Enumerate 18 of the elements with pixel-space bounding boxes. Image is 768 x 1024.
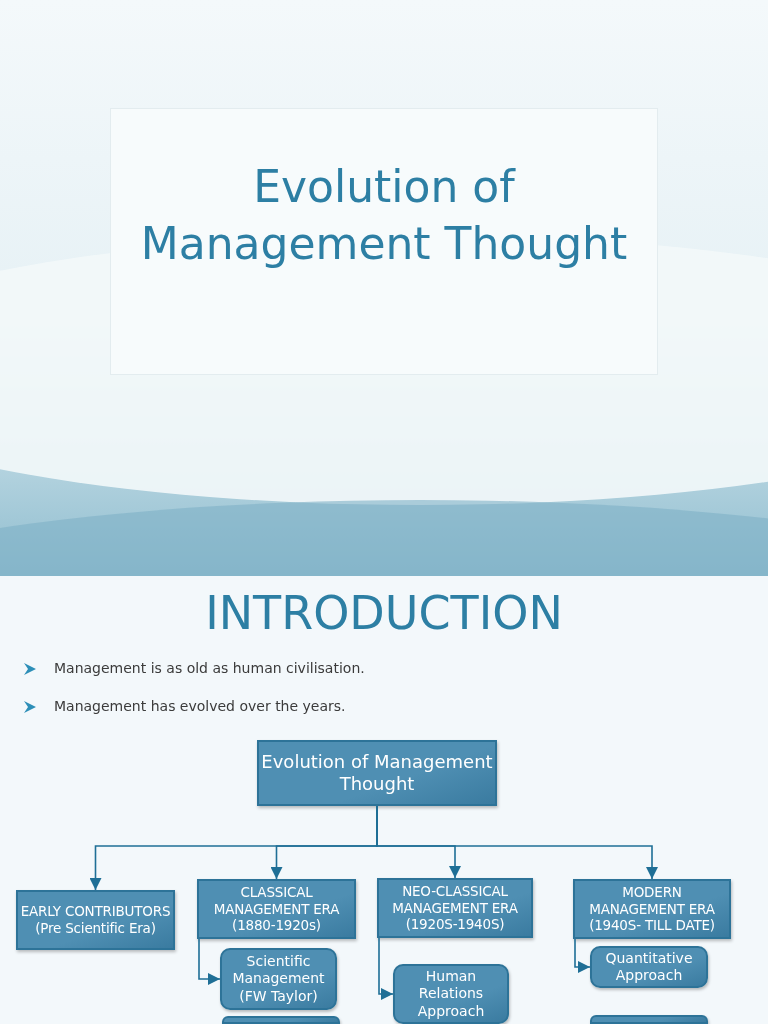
bullet-text: Management has evolved over the years. [54, 698, 346, 714]
bullet-text: Management is as old as human civilisation. [54, 660, 365, 676]
approach-box: Human Relations Approach [393, 964, 509, 1024]
arrow [198, 938, 221, 985]
arrow [376, 805, 658, 880]
empty-box [590, 1015, 708, 1024]
slide-heading: INTRODUCTION [204, 586, 564, 640]
era-box: NEO-CLASSICAL MANAGEMENT ERA (1920S-1940S) [377, 878, 533, 938]
era-box: CLASSICAL MANAGEMENT ERA (1880-1920s) [197, 879, 356, 939]
root-box: Evolution of Management Thought [257, 740, 497, 806]
approach-box: Scientific Management (FW Taylor) [220, 948, 337, 1010]
approach-box: Quantitative Approach [590, 946, 708, 988]
era-box: MODERN MANAGEMENT ERA (1940S- TILL DATE) [573, 879, 731, 939]
slide-title: Evolution of Management Thought [139, 160, 629, 272]
empty-box [222, 1016, 340, 1024]
arrow [574, 938, 591, 973]
arrow [378, 937, 394, 1000]
era-box: EARLY CONTRIBUTORS (Pre Scientific Era) [16, 890, 175, 950]
